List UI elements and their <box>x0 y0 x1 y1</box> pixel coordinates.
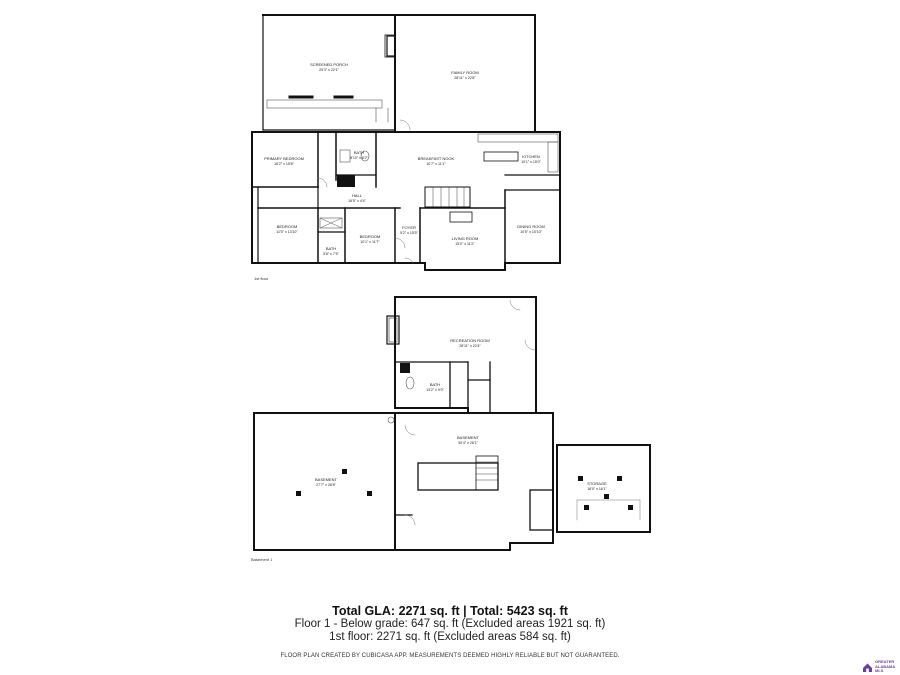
bedroom-2-name: BEDROOM <box>360 234 381 239</box>
bath-3-dims: 13'2" x 9'0" <box>426 388 444 392</box>
storage-name: STORAGE <box>587 481 607 486</box>
first-floor-plan <box>251 14 561 271</box>
house-icon <box>863 663 872 672</box>
bath-2-dims: 5'8" x 7'5" <box>323 252 339 256</box>
basement-center-dims: 30'4" x 26'1" <box>458 441 478 445</box>
basement-plan <box>253 296 651 551</box>
logo-line-3: MLS <box>875 668 884 674</box>
breakfast-nook-dims: 10'7" x 11'1" <box>426 162 446 166</box>
recreation-room-walls <box>394 296 537 414</box>
main-house-outline <box>251 131 561 271</box>
basement-center-walls <box>394 412 554 551</box>
kitchen-name: KITCHEN <box>522 154 540 159</box>
family-room-walls <box>394 14 536 131</box>
hall-name: HALL <box>352 193 363 198</box>
logo-line-1: GREATER <box>875 659 895 665</box>
storage-dims: 18'0" x 16'1" <box>587 487 607 491</box>
basement-left-walls <box>253 412 396 551</box>
bedroom-1-name: BEDROOM <box>277 224 298 229</box>
basement-center-name: BASEMENT <box>457 435 480 440</box>
logo-line-2: ALABAMA <box>875 663 896 669</box>
screened-porch-dims: 25'3" x 22'1" <box>319 68 339 72</box>
living-room-dims: 15'0" x 11'2" <box>455 242 475 246</box>
below-grade-summary: Floor 1 - Below grade: 647 sq. ft (Exclu… <box>294 618 606 630</box>
first-floor-summary: 1st floor: 2271 sq. ft (Excluded areas 5… <box>329 631 571 643</box>
first-floor-label: 1st floor <box>254 276 269 281</box>
breakfast-nook-name: BREAKFAST NOOK <box>418 156 455 161</box>
storage-walls <box>556 444 651 533</box>
basement-left-name: BASEMENT <box>315 477 338 482</box>
basement-floor-label: Basement 1 <box>251 557 273 562</box>
logo-text: GREATER ALABAMA MLS <box>875 659 896 674</box>
living-room-name: LIVING ROOM <box>452 236 479 241</box>
bath-1-dims: 8'10" x 8'2" <box>350 156 368 160</box>
total-area-summary: Total GLA: 2271 sq. ft | Total: 5423 sq.… <box>332 604 568 618</box>
foyer-dims: 5'2" x 15'5" <box>400 231 418 235</box>
support-columns <box>296 469 633 510</box>
screened-porch-name: SCREENED PORCH <box>310 62 348 67</box>
screened-porch-walls <box>262 14 396 131</box>
primary-bedroom-name: PRIMARY BEDROOM <box>264 156 304 161</box>
primary-bedroom-dims: 16'2" x 15'8" <box>274 162 294 166</box>
hall-dims: 16'5" x 4'4" <box>348 199 366 203</box>
disclaimer-text: FLOOR PLAN CREATED BY CUBICASA APP. MEAS… <box>280 653 620 659</box>
family-room-name: FAMILY ROOM <box>451 70 478 75</box>
bath-3-name: BATH <box>430 382 440 387</box>
dining-room-name: DINING ROOM <box>517 224 545 229</box>
recreation-room-dims: 28'11" x 22'4" <box>459 344 481 348</box>
basement-left-dims: 27'7" x 28'8" <box>316 483 336 487</box>
kitchen-dims: 10'1" x 15'0" <box>521 160 541 164</box>
bath-2-name: BATH <box>326 246 336 251</box>
dining-room-dims: 10'5" x 15'10" <box>520 230 542 234</box>
bedroom-2-dims: 10'1" x 11'7" <box>360 240 380 244</box>
foyer-name: FOYER <box>402 225 416 230</box>
family-room-dims: 28'11" x 22'8" <box>454 76 476 80</box>
bath-1-name: BATH <box>354 150 364 155</box>
bedroom-1-dims: 11'5" x 13'10" <box>276 230 298 234</box>
recreation-room-name: RECREATION ROOM <box>450 338 489 343</box>
greater-alabama-mls-logo: GREATER ALABAMA MLS <box>862 659 900 674</box>
